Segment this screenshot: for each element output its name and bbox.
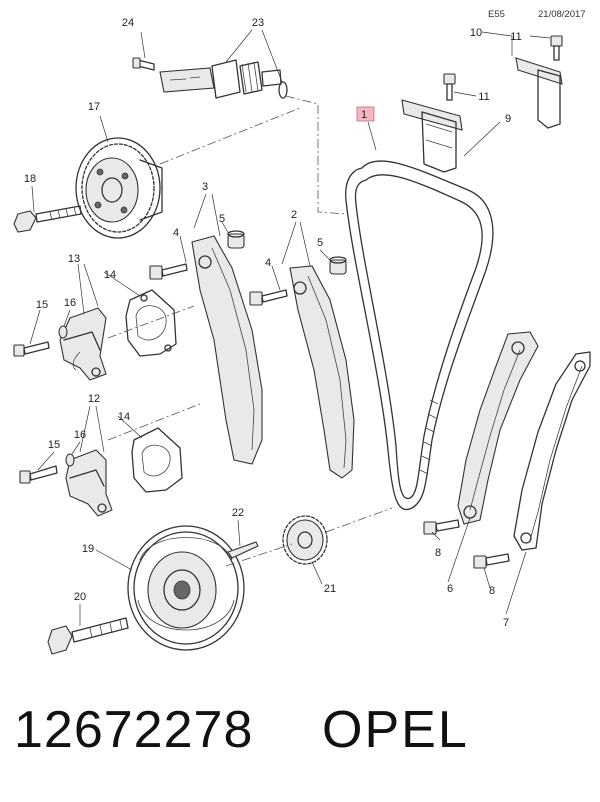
part-7-fixed-guide-rail[interactable] <box>513 351 591 551</box>
part-17-camshaft-adjuster[interactable] <box>75 137 163 239</box>
axis-line-tensioner-upper <box>107 305 195 339</box>
part-14-gasket-upper[interactable] <box>125 289 177 357</box>
callout-5-left: 5 <box>219 213 225 225</box>
part-13-chain-tensioner-upper[interactable] <box>59 307 107 381</box>
part-21-crankshaft-sprocket[interactable] <box>282 515 328 565</box>
callout-15-upper: 15 <box>36 299 48 311</box>
part-10-upper-guide-rail[interactable] <box>515 57 563 129</box>
part-15-bolt-upper[interactable] <box>13 341 50 357</box>
callout-18: 18 <box>24 173 36 185</box>
part-20-pulley-bolt[interactable] <box>47 617 129 655</box>
callout-13: 13 <box>68 253 80 265</box>
part-12-chain-tensioner-lower[interactable] <box>65 449 113 517</box>
callout-21: 21 <box>324 583 336 595</box>
callout-1-highlight <box>356 106 375 122</box>
header-code: E55 <box>488 9 505 20</box>
callout-2: 2 <box>291 209 297 221</box>
part-9-upper-chain-guide[interactable] <box>401 99 463 173</box>
callout-11-middle: 11 <box>478 91 489 103</box>
callout-22: 22 <box>232 507 244 519</box>
callout-11-top: 11 <box>510 31 521 43</box>
callout-4-middle: 4 <box>265 257 271 269</box>
part-6-tensioner-rail[interactable] <box>457 331 539 525</box>
brand-name: OPEL <box>322 701 469 759</box>
leader-lines <box>29 29 551 626</box>
part-8-bolt-rail-left[interactable] <box>423 519 460 535</box>
part-3-chain-guide[interactable] <box>191 235 263 465</box>
part-23-solenoid-valve[interactable] <box>159 59 288 99</box>
part-5-spacer-guide-left[interactable] <box>227 230 245 249</box>
part-4-bolt-guide-left[interactable] <box>149 263 188 280</box>
part-16-washer-lower[interactable] <box>65 453 75 467</box>
axis-line-solenoid <box>285 95 347 215</box>
part-24-bolt[interactable] <box>132 57 155 71</box>
part-number: 12672278 <box>14 701 254 759</box>
callout-3: 3 <box>202 181 208 193</box>
callout-4-left: 4 <box>173 227 179 239</box>
callout-16-lower: 16 <box>74 429 86 441</box>
callout-9: 9 <box>505 113 511 125</box>
part-14-gasket-lower[interactable] <box>131 427 183 493</box>
part-18-central-bolt[interactable] <box>13 205 82 233</box>
callout-14-upper: 14 <box>104 269 116 281</box>
callout-12: 12 <box>88 393 100 405</box>
callout-24: 24 <box>122 17 134 29</box>
callout-15-lower: 15 <box>48 439 60 451</box>
part-5-spacer-guide-middle[interactable] <box>329 256 347 275</box>
callout-19: 19 <box>82 543 94 555</box>
callout-10: 10 <box>470 27 482 39</box>
part-11-bolt-upper-left[interactable] <box>443 73 456 101</box>
part-19-crankshaft-pulley[interactable] <box>127 525 245 651</box>
callout-6: 6 <box>447 583 453 595</box>
axis-line-adjuster <box>159 107 301 165</box>
part-4-bolt-guide-middle[interactable] <box>249 289 288 306</box>
callout-1: 1 <box>361 109 367 121</box>
part-16-washer-upper[interactable] <box>58 325 68 339</box>
callout-7: 7 <box>503 617 509 629</box>
part-22-woodruff-key[interactable] <box>227 541 259 559</box>
part-11-bolt-upper-right[interactable] <box>550 35 563 61</box>
callout-20: 20 <box>74 591 86 603</box>
part-2-chain-guide[interactable] <box>289 265 355 479</box>
callout-23: 23 <box>252 17 264 29</box>
callout-16-upper: 16 <box>64 297 76 309</box>
callout-8-right: 8 <box>489 585 495 597</box>
callout-8-left: 8 <box>435 547 441 559</box>
part-8-bolt-rail-right[interactable] <box>473 553 510 569</box>
callout-14-lower: 14 <box>118 411 130 423</box>
part-15-bolt-lower[interactable] <box>19 465 58 484</box>
part-1-timing-chain[interactable] <box>345 160 494 511</box>
callout-5-middle: 5 <box>317 237 323 249</box>
callout-17: 17 <box>88 101 100 113</box>
axis-line-crank <box>225 507 393 567</box>
header-date: 21/08/2017 <box>538 9 586 20</box>
